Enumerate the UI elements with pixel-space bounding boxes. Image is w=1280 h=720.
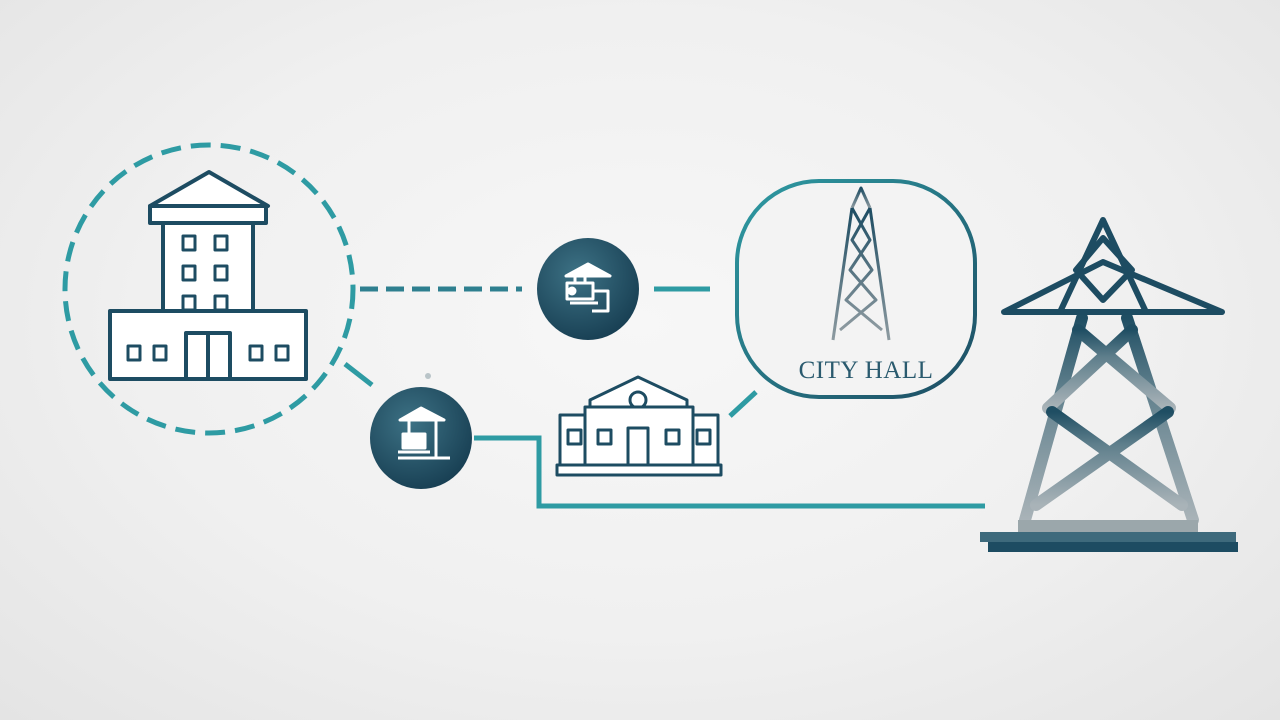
connector-transformer-to-tower: [474, 435, 985, 509]
office-building-node: [62, 142, 356, 436]
transformer-node: [370, 387, 472, 489]
connector-building-to-transformer: [343, 362, 374, 387]
connector-civic-to-cityhall: [728, 390, 758, 418]
connector-dot: [425, 373, 431, 379]
node-disc: [537, 238, 639, 340]
transformer-icon: [398, 406, 450, 460]
connectors: [343, 286, 985, 509]
transmission-tower-icon: [818, 186, 904, 352]
large-transmission-tower-icon: [980, 217, 1238, 552]
power-substation-node: [537, 238, 639, 340]
civic-building-icon: [555, 375, 723, 477]
dashed-ring: [62, 142, 356, 436]
city-hall-label: CITY HALL: [799, 357, 934, 384]
city-hall-node: CITY HALL: [735, 179, 977, 399]
power-substation-icon: [564, 262, 612, 313]
office-building-icon: [108, 170, 308, 381]
